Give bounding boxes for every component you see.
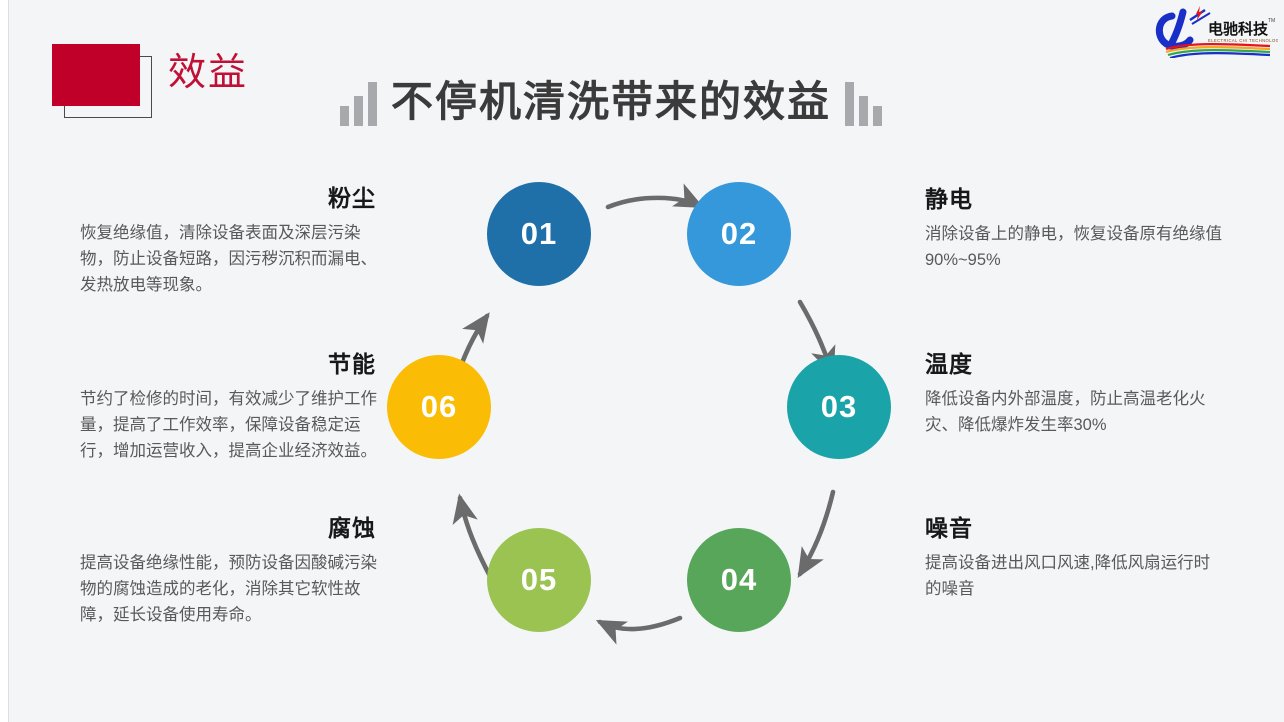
cycle-node-03-label: 03 (820, 389, 858, 424)
benefit-body-energy: 节约了检修的时间，有效减少了维护工作量，提高了工作效率，保障设备稳定运行，增加运… (80, 390, 377, 460)
cycle-node-04-label: 04 (720, 562, 758, 597)
benefit-body-static: 消除设备上的静电，恢复设备原有绝缘值90%~95% (925, 225, 1222, 269)
benefit-heading-energy: 节能 (328, 351, 376, 377)
benefit-body-temperature: 降低设备内外部温度，防止高温老化火灾、降低爆炸发生率30% (925, 390, 1206, 434)
svg-text:TM: TM (1268, 18, 1275, 24)
kicker-red-square (52, 44, 140, 106)
kicker-label: 效益 (168, 52, 249, 94)
logo-mark-icon: 电驰科技 ELECTRICAL CHI TECHNOLOGY TM (1155, 6, 1282, 60)
benefit-body-dust: 恢复绝缘值，清除设备表面及深层污染物，防止设备短路，因污秽沉积而漏电、发热放电等… (80, 224, 377, 294)
arrow-03-to-04 (797, 489, 836, 578)
arrow-04-to-05 (595, 615, 683, 645)
section-kicker: 效益 (48, 42, 288, 118)
benefit-block-temperature: 温度 降低设备内外部温度，防止高温老化火灾、降低爆炸发生率30% (925, 348, 1225, 438)
bar-chart-decor-left-icon (340, 82, 377, 126)
cycle-node-02-label: 02 (720, 216, 758, 251)
cycle-node-01-label: 01 (520, 216, 558, 251)
page-title: 不停机清洗带来的效益 (391, 78, 832, 125)
cycle-node-01[interactable]: 01 (487, 182, 591, 286)
benefit-heading-dust: 粉尘 (328, 185, 376, 211)
benefit-heading-temperature: 温度 (925, 351, 973, 377)
cycle-node-05-label: 05 (520, 562, 558, 597)
cycle-node-06[interactable]: 06 (387, 355, 491, 459)
benefit-heading-static: 静电 (925, 186, 973, 212)
benefit-body-noise: 提高设备进出风口风速,降低风扇运行时的噪音 (925, 554, 1211, 598)
arrow-01-to-02 (605, 183, 705, 210)
benefit-block-corrosion: 腐蚀 提高设备绝缘性能，预防设备因酸碱污染物的腐蚀造成的老化，消除其它软性故障，… (80, 512, 380, 628)
bar-chart-decor-right-icon (845, 82, 883, 126)
cycle-node-05[interactable]: 05 (487, 528, 591, 632)
benefit-block-noise: 噪音 提高设备进出风口风速,降低风扇运行时的噪音 (925, 512, 1225, 602)
arrow-05-to-06 (452, 493, 495, 583)
cycle-node-04[interactable]: 04 (687, 528, 791, 632)
benefit-block-energy: 节能 节约了检修的时间，有效减少了维护工作量，提高了工作效率，保障设备稳定运行，… (80, 348, 380, 464)
benefit-block-dust: 粉尘 恢复绝缘值，清除设备表面及深层污染物，防止设备短路，因污秽沉积而漏电、发热… (80, 182, 380, 298)
cycle-node-06-label: 06 (420, 389, 458, 424)
company-logo: 电驰科技 ELECTRICAL CHI TECHNOLOGY TM (1150, 2, 1282, 60)
benefit-heading-noise: 噪音 (925, 515, 973, 541)
benefit-body-corrosion: 提高设备绝缘性能，预防设备因酸碱污染物的腐蚀造成的老化，消除其它软性故障，延长设… (80, 554, 377, 624)
cycle-node-02[interactable]: 02 (687, 182, 791, 286)
left-gutter (0, 0, 9, 722)
benefit-block-static: 静电 消除设备上的静电，恢复设备原有绝缘值90%~95% (925, 183, 1225, 273)
benefit-heading-corrosion: 腐蚀 (328, 515, 376, 541)
cycle-node-03[interactable]: 03 (787, 355, 891, 459)
svg-text:ELECTRICAL CHI TECHNOLOGY: ELECTRICAL CHI TECHNOLOGY (1208, 38, 1278, 43)
svg-text:电驰科技: 电驰科技 (1208, 20, 1269, 38)
title-block: 不停机清洗带来的效益 (340, 66, 883, 126)
benefit-cycle-diagram: 01 02 03 04 05 06 (0, 150, 1284, 710)
